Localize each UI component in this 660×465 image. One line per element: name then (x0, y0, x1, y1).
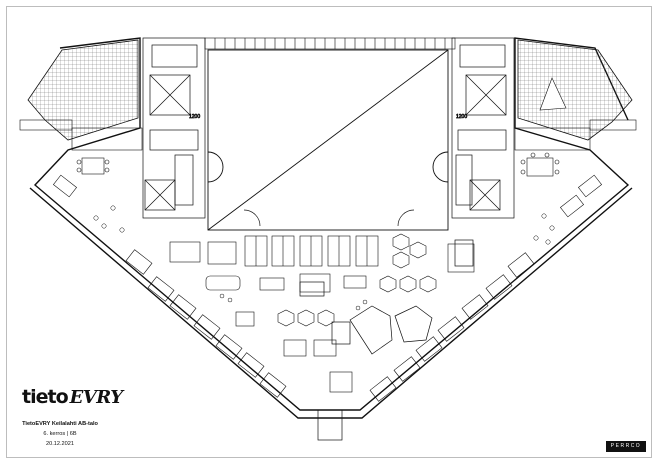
hex-pods (277, 233, 437, 327)
atrium-void (207, 49, 449, 231)
core-left: 1200 (142, 37, 206, 219)
top-facade-strip (204, 37, 456, 50)
room-partitions (243, 209, 474, 441)
glazed-wing-left (27, 39, 139, 141)
desk-clusters-right (369, 174, 602, 402)
floor-label: 6. kerros | 6B (43, 431, 77, 437)
plan-date: 20.12.2021 (46, 441, 74, 447)
meeting-table-right (520, 152, 560, 177)
desk-clusters-left (53, 174, 287, 398)
core-right: 1200 (451, 37, 515, 219)
dimension-tag-right: 1200 (456, 114, 467, 120)
dimension-tag-left: 1200 (189, 114, 200, 120)
sheet-border (6, 6, 652, 458)
glazed-wing-right (517, 39, 633, 141)
meeting-table-left (76, 157, 110, 175)
chairs (93, 205, 555, 311)
central-desk-rows (169, 235, 475, 393)
left-walkway (19, 119, 143, 151)
meeting-rooms-center (331, 305, 433, 355)
logo-wordmark-tieto: tieto (22, 386, 69, 408)
brand-badge: PERRCO (606, 441, 646, 452)
logo-wordmark-evry: EVRY (69, 387, 123, 408)
right-walkway (514, 119, 637, 151)
building-name: TietoEVRY Keilalahti AB-talo (22, 421, 98, 427)
